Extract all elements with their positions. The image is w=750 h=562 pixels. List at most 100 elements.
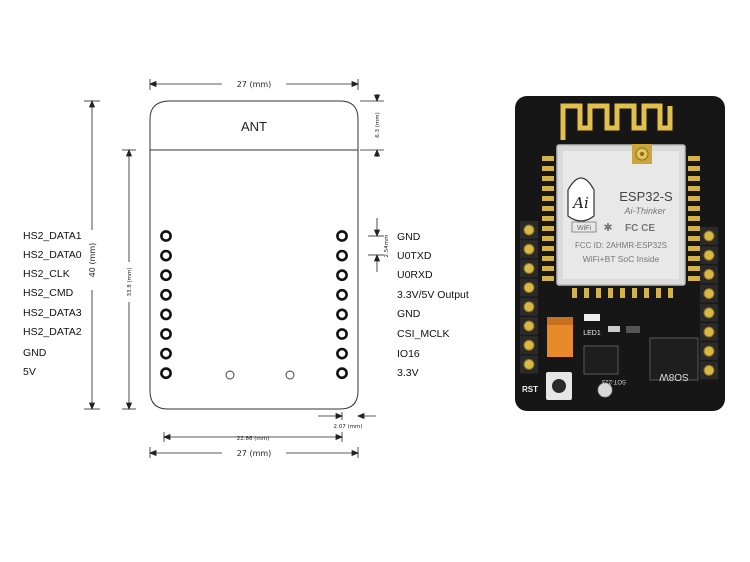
smd-resistor <box>608 326 620 332</box>
dim-height-total: 40 (mm) <box>88 243 97 278</box>
pin-hole-right <box>336 249 348 262</box>
dimension-lines <box>84 79 384 458</box>
module-pad <box>688 166 700 171</box>
pin-hole-left <box>160 230 172 242</box>
flash-chip <box>649 337 699 381</box>
module-pad <box>542 166 554 171</box>
module-pad <box>688 216 700 221</box>
wifi-badge <box>571 221 597 233</box>
module-pad <box>656 288 661 298</box>
soc-text: WiFi+BT SoC Inside <box>583 254 660 264</box>
right-pin-label: 3.3V <box>397 367 419 379</box>
dim-pin-span: 22.86 (mm) <box>237 436 270 442</box>
dimension-labels: 27 (mm) 27 (mm) 22.86 (mm) 2.07 (mm) 40 … <box>88 80 390 458</box>
pin-hole-right <box>336 367 348 380</box>
logo-text: Ai <box>571 194 589 212</box>
photo-left-header <box>520 221 538 374</box>
chip-label: SO8W <box>659 371 689 382</box>
right-pin-label: U0TXD <box>397 250 432 262</box>
pin-hole-left <box>160 367 172 380</box>
module-pad <box>542 216 554 221</box>
wifi-badge-text: WiFi <box>577 225 591 232</box>
module-pad <box>688 176 700 181</box>
module-brand: ESP32-S <box>619 189 673 204</box>
module-pad <box>688 266 700 271</box>
left-pin-label: HS2_DATA3 <box>23 307 82 319</box>
pin-hole-right <box>336 230 348 242</box>
dim-height-inner: 33.8 (mm) <box>127 267 133 296</box>
antenna-label: ANT <box>241 119 267 134</box>
photo-right-header <box>700 227 718 380</box>
left-pin-label: 5V <box>23 366 36 378</box>
module-pad <box>644 288 649 298</box>
right-pin-label: GND <box>397 308 421 320</box>
module-pad <box>596 288 601 298</box>
module-pad <box>542 206 554 211</box>
dim-edge-offset: 2.07 (mm) <box>333 424 362 430</box>
dim-antenna-height: 6.3 (mm) <box>375 112 381 138</box>
pin-hole-right <box>336 288 348 301</box>
module-pad <box>608 288 613 298</box>
module-pad <box>542 246 554 251</box>
module-pad <box>542 156 554 161</box>
module-pad <box>542 266 554 271</box>
module-pad <box>572 288 577 298</box>
pin-hole-left <box>160 288 172 301</box>
module-pad <box>688 256 700 261</box>
mount-hole-left <box>225 370 235 380</box>
fcc-id: FCC ID: 2AHMR-ESP32S <box>575 241 667 250</box>
left-pin-label: HS2_CMD <box>23 287 74 299</box>
module-pad <box>688 246 700 251</box>
module-pad <box>542 226 554 231</box>
module-pad <box>542 196 554 201</box>
right-pin-holes <box>336 230 348 380</box>
pin-hole-left <box>160 308 172 321</box>
module-pad <box>542 186 554 191</box>
board-outline: ANT <box>149 100 359 410</box>
module-pad <box>542 256 554 261</box>
pin-hole-right <box>336 308 348 321</box>
rst-label: RST <box>522 385 538 394</box>
right-pin-label: CSI_MCLK <box>397 328 450 340</box>
pin-hole-left <box>160 328 172 340</box>
led-label: LED1 <box>583 330 601 337</box>
module-pad <box>632 288 637 298</box>
dim-bottom-width: 27 (mm) <box>237 449 272 458</box>
pcb-antenna-trace <box>560 103 673 140</box>
module-pad <box>542 176 554 181</box>
bluetooth-icon: ✱ <box>603 222 612 234</box>
module-maker: Ai-Thinker <box>623 206 666 216</box>
module-pads <box>542 156 700 298</box>
board-photo: Ai ESP32-S Ai-Thinker WiFi ✱ FC CE FCC I… <box>515 96 725 411</box>
ai-thinker-logo <box>567 177 595 222</box>
pin-hole-left <box>160 269 172 282</box>
left-pin-label: HS2_DATA2 <box>23 326 82 338</box>
left-pin-label: HS2_DATA1 <box>23 230 82 242</box>
module-pad <box>668 288 673 298</box>
dim-top-width: 27 (mm) <box>237 80 272 89</box>
voltage-regulator <box>583 345 619 375</box>
module-pad <box>688 156 700 161</box>
sot-label: SOT-223 <box>601 378 626 384</box>
right-pin-label: IO16 <box>397 348 420 360</box>
module-pad <box>688 276 700 281</box>
led <box>584 314 600 321</box>
pcb-mount-hole <box>597 382 613 398</box>
pin-hole-left <box>160 347 172 360</box>
right-pin-label: GND <box>397 231 421 243</box>
module-pad <box>542 236 554 241</box>
module-pad <box>542 276 554 281</box>
left-pin-label: HS2_CLK <box>23 268 70 280</box>
mount-hole-right <box>285 370 295 380</box>
right-pin-label: 3.3V/5V Output <box>397 289 469 301</box>
pin-hole-right <box>336 328 348 340</box>
module-pad <box>584 288 589 298</box>
module-pad <box>688 186 700 191</box>
right-pin-label: U0RXD <box>397 269 433 281</box>
module-pad <box>688 196 700 201</box>
module-pad <box>688 206 700 211</box>
dim-pin-pitch: 2.54mm <box>384 235 390 258</box>
module-pad <box>688 236 700 241</box>
left-pin-label: HS2_DATA0 <box>23 249 82 261</box>
